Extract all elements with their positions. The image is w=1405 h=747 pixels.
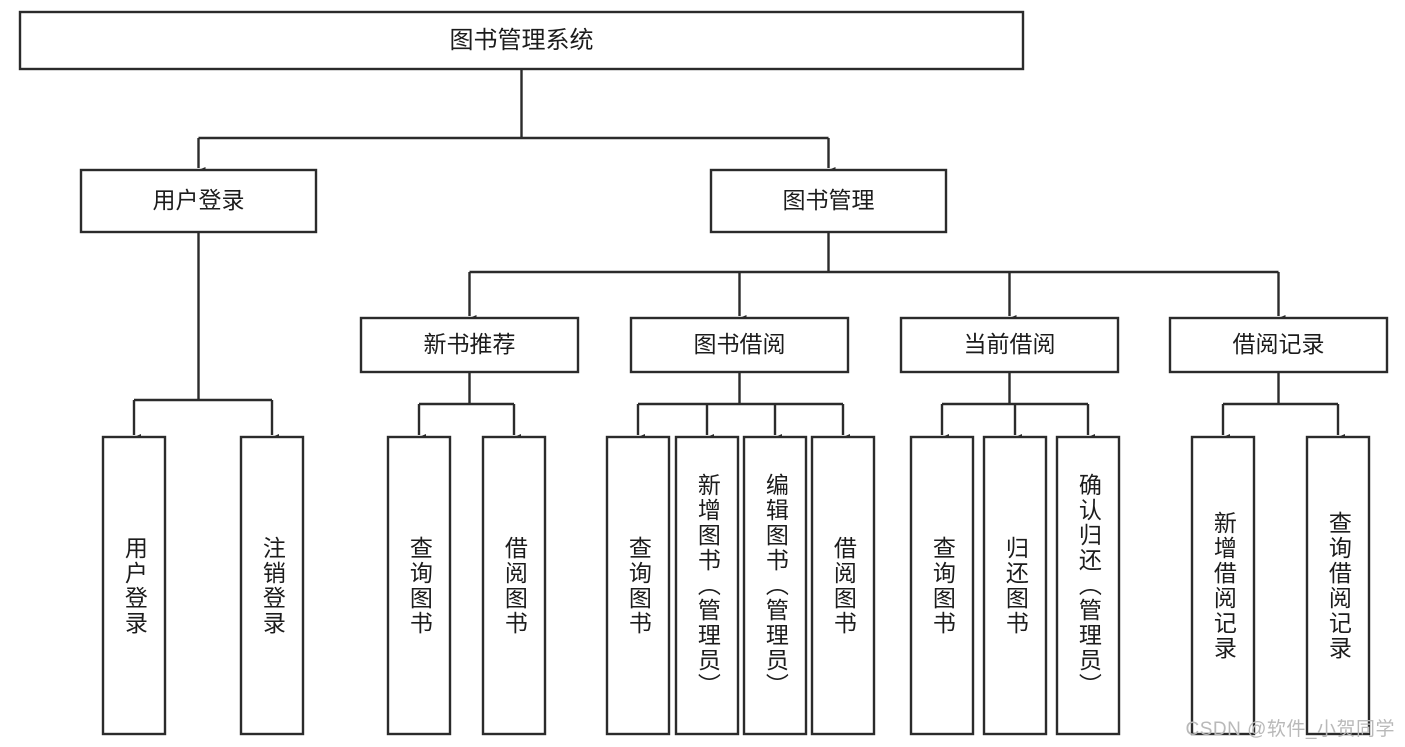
connector-conn-book-borrow-bus xyxy=(631,372,850,446)
node-leaf-leaf-query-record[interactable] xyxy=(1305,435,1371,736)
connector-conn-current-borrow-bus xyxy=(935,372,1095,446)
node-box-current-borrow[interactable] xyxy=(899,316,1120,374)
node-box-leaf-query-record[interactable] xyxy=(1305,435,1371,736)
connector-conn-book-manage-bus xyxy=(462,232,1286,327)
connector-conn-borrow-record-bus xyxy=(1216,372,1345,446)
node-box-book-manage[interactable] xyxy=(709,168,948,234)
node-label-current-borrow: 当前借阅 xyxy=(964,331,1056,357)
node-label-borrow-record: 借阅记录 xyxy=(1233,331,1325,357)
node-leaf-leaf-query-book-cur[interactable] xyxy=(909,435,975,736)
node-box-user-login[interactable] xyxy=(79,168,318,234)
node-root[interactable]: 图书管理系统 xyxy=(18,10,1025,71)
node-box-book-borrow[interactable] xyxy=(629,316,850,374)
node-label-book-manage: 图书管理 xyxy=(783,187,875,213)
node-box-root[interactable] xyxy=(18,10,1025,71)
connector-conn-root-bus xyxy=(191,69,836,179)
node-level2-book-manage[interactable]: 图书管理 xyxy=(709,168,948,234)
node-leaf-leaf-add-record[interactable] xyxy=(1190,435,1256,736)
node-box-leaf-edit-book[interactable] xyxy=(742,435,808,736)
node-box-leaf-borrow-book[interactable] xyxy=(810,435,876,736)
node-level3-book-borrow[interactable]: 图书借阅 xyxy=(629,316,850,374)
watermark-text: CSDN @软件_小贺同学 xyxy=(1185,719,1395,740)
node-level3-current-borrow[interactable]: 当前借阅 xyxy=(899,316,1120,374)
node-box-leaf-return-book[interactable] xyxy=(982,435,1048,736)
node-box-leaf-user-login[interactable] xyxy=(101,435,167,736)
node-leaf-leaf-confirm-return[interactable] xyxy=(1055,435,1121,736)
connector-conn-user-login-bus xyxy=(127,232,279,446)
node-box-leaf-borrow-book-rec[interactable] xyxy=(481,435,547,736)
node-leaf-leaf-edit-book[interactable] xyxy=(742,435,808,736)
node-box-leaf-confirm-return[interactable] xyxy=(1055,435,1121,736)
node-label-new-book-rec: 新书推荐 xyxy=(424,331,516,357)
node-label-book-borrow: 图书借阅 xyxy=(694,331,786,357)
connector-conn-new-book-rec-bus xyxy=(412,372,521,446)
node-box-borrow-record[interactable] xyxy=(1168,316,1389,374)
node-leaf-leaf-return-book[interactable] xyxy=(982,435,1048,736)
node-leaf-leaf-borrow-book-rec[interactable] xyxy=(481,435,547,736)
node-box-leaf-add-record[interactable] xyxy=(1190,435,1256,736)
node-leaf-leaf-add-book[interactable] xyxy=(674,435,740,736)
node-label-user-login: 用户登录 xyxy=(153,187,245,213)
node-leaf-leaf-user-login[interactable] xyxy=(101,435,167,736)
node-leaf-leaf-query-book-borrow[interactable] xyxy=(605,435,671,736)
node-level2-user-login[interactable]: 用户登录 xyxy=(79,168,318,234)
node-box-leaf-query-book-rec[interactable] xyxy=(386,435,452,736)
node-box-leaf-query-book-cur[interactable] xyxy=(909,435,975,736)
node-leaf-leaf-query-book-rec[interactable] xyxy=(386,435,452,736)
node-level3-new-book-rec[interactable]: 新书推荐 xyxy=(359,316,580,374)
node-level3-borrow-record[interactable]: 借阅记录 xyxy=(1168,316,1389,374)
node-leaf-leaf-borrow-book[interactable] xyxy=(810,435,876,736)
node-box-leaf-add-book[interactable] xyxy=(674,435,740,736)
node-box-new-book-rec[interactable] xyxy=(359,316,580,374)
connector-layer xyxy=(127,69,1345,446)
node-label-root: 图书管理系统 xyxy=(450,27,594,54)
node-box-leaf-query-book-borrow[interactable] xyxy=(605,435,671,736)
node-leaf-leaf-user-logout[interactable] xyxy=(239,435,305,736)
node-box-leaf-user-logout[interactable] xyxy=(239,435,305,736)
